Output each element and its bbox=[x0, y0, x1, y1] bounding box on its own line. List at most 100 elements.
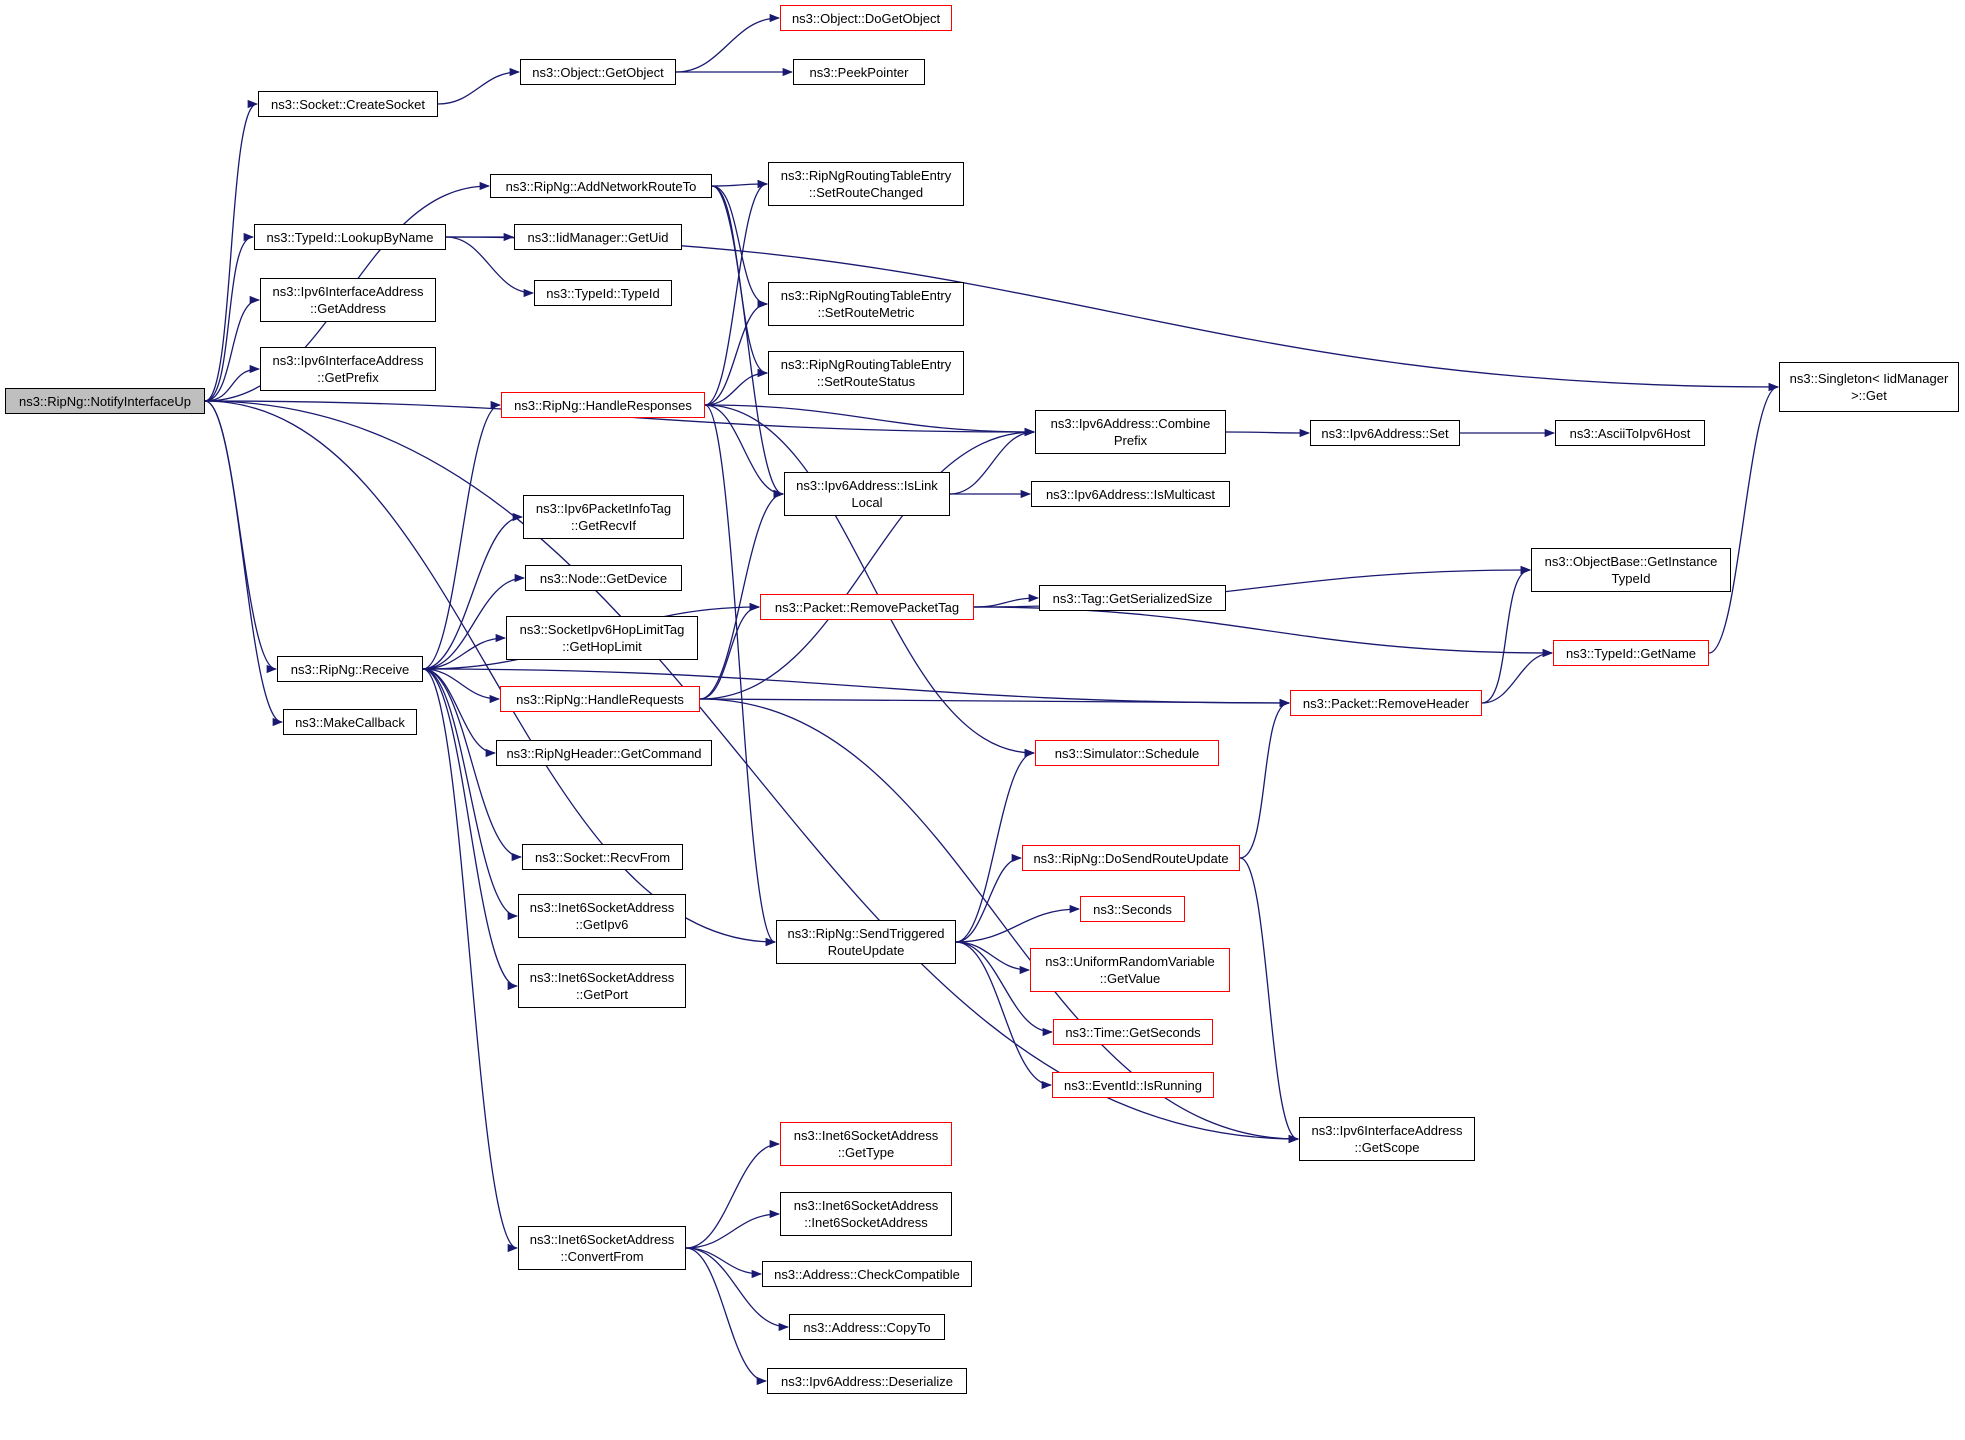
node-schedule[interactable]: ns3::Simulator::Schedule bbox=[1035, 740, 1219, 766]
edge-notify-to-makeCallback bbox=[204, 400, 284, 727]
node-ipv6-set[interactable]: ns3::Ipv6Address::Set bbox=[1310, 420, 1460, 446]
edge-createSocket-to-getObject bbox=[437, 67, 521, 105]
edge-getObject-to-doGetObject bbox=[675, 13, 781, 73]
edge-combinePrefix-to-ipv6Set bbox=[1225, 428, 1311, 438]
edge-receive-to-handleRequests bbox=[422, 668, 501, 704]
edge-handleResponses-to-setRouteChanged bbox=[704, 179, 769, 406]
edge-handleRequests-to-isLinkLocal bbox=[699, 489, 785, 700]
node-iface-get-address[interactable]: ns3::Ipv6InterfaceAddress ::GetAddress bbox=[260, 278, 436, 322]
edge-doSendRouteUpdate-to-getScope bbox=[1239, 857, 1300, 1144]
edge-notify-to-ifaceGetAddress bbox=[204, 295, 261, 402]
edge-sendTriggered-to-timeGetSeconds bbox=[955, 941, 1054, 1037]
node-remove-packet-tag[interactable]: ns3::Packet::RemovePacketTag bbox=[760, 594, 974, 620]
node-ascii-to-ipv6-host[interactable]: ns3::AsciiToIpv6Host bbox=[1555, 420, 1705, 446]
edge-layer bbox=[204, 13, 1780, 1386]
node-get-ipv6[interactable]: ns3::Inet6SocketAddress ::GetIpv6 bbox=[518, 894, 686, 938]
node-receive[interactable]: ns3::RipNg::Receive bbox=[277, 656, 423, 682]
node-get-object[interactable]: ns3::Object::GetObject bbox=[520, 59, 676, 85]
edge-receive-to-removeHeader bbox=[422, 668, 1291, 708]
edge-receive-to-handleResponses bbox=[422, 400, 502, 670]
node-recv-from[interactable]: ns3::Socket::RecvFrom bbox=[522, 844, 683, 870]
node-peek-pointer[interactable]: ns3::PeekPointer bbox=[793, 59, 925, 85]
node-get-value[interactable]: ns3::UniformRandomVariable ::GetValue bbox=[1030, 948, 1230, 992]
node-notify[interactable]: ns3::RipNg::NotifyInterfaceUp bbox=[5, 388, 205, 414]
edge-receive-to-recvFrom bbox=[422, 668, 523, 862]
node-send-triggered[interactable]: ns3::RipNg::SendTriggered RouteUpdate bbox=[776, 920, 956, 964]
node-set-route-metric[interactable]: ns3::RipNgRoutingTableEntry ::SetRouteMe… bbox=[768, 282, 964, 326]
node-type-id-get-name[interactable]: ns3::TypeId::GetName bbox=[1553, 640, 1709, 666]
node-lookup-by-name[interactable]: ns3::TypeId::LookupByName bbox=[254, 224, 446, 250]
node-get-hop-limit[interactable]: ns3::SocketIpv6HopLimitTag ::GetHopLimit bbox=[506, 616, 698, 660]
edge-notify-to-lookupByName bbox=[204, 232, 255, 402]
node-node-get-device[interactable]: ns3::Node::GetDevice bbox=[525, 565, 682, 591]
edge-lookupByName-to-singletonGet bbox=[445, 236, 1780, 392]
edge-sendTriggered-to-isRunning bbox=[955, 941, 1053, 1090]
edge-removeHeader-to-objGetInstanceTypeId bbox=[1481, 565, 1532, 704]
node-copy-to[interactable]: ns3::Address::CopyTo bbox=[789, 1314, 945, 1340]
edge-addNetworkRouteTo-to-isLinkLocal bbox=[711, 185, 785, 499]
edge-convertFrom-to-getType bbox=[685, 1139, 781, 1249]
edge-handleRequests-to-removeHeader bbox=[699, 698, 1291, 708]
node-convert-from[interactable]: ns3::Inet6SocketAddress ::ConvertFrom bbox=[518, 1226, 686, 1270]
edge-receive-to-nodeGetDevice bbox=[422, 573, 526, 670]
node-handle-responses[interactable]: ns3::RipNg::HandleResponses bbox=[501, 392, 705, 418]
node-check-compatible[interactable]: ns3::Address::CheckCompatible bbox=[762, 1261, 972, 1287]
node-singleton-get[interactable]: ns3::Singleton< IidManager >::Get bbox=[1779, 362, 1959, 412]
node-type-id-ctor[interactable]: ns3::TypeId::TypeId bbox=[534, 280, 672, 306]
node-do-get-object[interactable]: ns3::Object::DoGetObject bbox=[780, 5, 952, 31]
node-is-running[interactable]: ns3::EventId::IsRunning bbox=[1052, 1072, 1214, 1098]
edge-handleResponses-to-setRouteStatus bbox=[704, 368, 769, 406]
node-add-network-route-to[interactable]: ns3::RipNg::AddNetworkRouteTo bbox=[490, 174, 712, 198]
node-is-link-local[interactable]: ns3::Ipv6Address::IsLink Local bbox=[784, 472, 950, 516]
node-get-type[interactable]: ns3::Inet6SocketAddress ::GetType bbox=[780, 1122, 952, 1166]
edge-receive-to-getHopLimit bbox=[422, 633, 507, 670]
edge-sendTriggered-to-doSendRouteUpdate bbox=[955, 853, 1023, 943]
edge-lookupByName-to-typeIdCtor bbox=[445, 236, 535, 298]
node-time-get-seconds[interactable]: ns3::Time::GetSeconds bbox=[1053, 1019, 1213, 1045]
edge-handleRequests-to-removePacketTag bbox=[699, 602, 761, 700]
edge-sendTriggered-to-schedule bbox=[955, 748, 1036, 943]
node-iid-get-uid[interactable]: ns3::IidManager::GetUid bbox=[514, 224, 682, 250]
edge-handleResponses-to-combinePrefix bbox=[704, 404, 1036, 437]
edge-handleRequests-to-getScope bbox=[699, 698, 1300, 1144]
edge-removeHeader-to-typeIdGetName bbox=[1481, 648, 1554, 704]
edge-removePacketTag-to-typeIdGetName bbox=[973, 606, 1554, 658]
edge-notify-to-createSocket bbox=[204, 99, 259, 402]
node-set-route-changed[interactable]: ns3::RipNgRoutingTableEntry ::SetRouteCh… bbox=[768, 162, 964, 206]
node-remove-header[interactable]: ns3::Packet::RemoveHeader bbox=[1290, 690, 1482, 716]
edge-handleResponses-to-schedule bbox=[704, 404, 1036, 758]
node-get-recv-if[interactable]: ns3::Ipv6PacketInfoTag ::GetRecvIf bbox=[523, 495, 684, 539]
edge-convertFrom-to-deserialize bbox=[685, 1247, 768, 1386]
node-deserialize[interactable]: ns3::Ipv6Address::Deserialize bbox=[767, 1368, 967, 1394]
edge-receive-to-convertFrom bbox=[422, 668, 519, 1253]
node-do-send-route-update[interactable]: ns3::RipNg::DoSendRouteUpdate bbox=[1022, 845, 1240, 871]
node-get-port[interactable]: ns3::Inet6SocketAddress ::GetPort bbox=[518, 964, 686, 1008]
edge-notify-to-ifaceGetPrefix bbox=[204, 364, 261, 402]
node-seconds[interactable]: ns3::Seconds bbox=[1080, 896, 1185, 922]
node-make-callback[interactable]: ns3::MakeCallback bbox=[283, 709, 417, 735]
node-handle-requests[interactable]: ns3::RipNg::HandleRequests bbox=[500, 686, 700, 712]
edge-handleResponses-to-sendTriggered bbox=[704, 404, 777, 946]
node-get-command[interactable]: ns3::RipNgHeader::GetCommand bbox=[496, 740, 712, 766]
edge-doSendRouteUpdate-to-removeHeader bbox=[1239, 698, 1291, 859]
edge-convertFrom-to-inet6Ctor bbox=[685, 1209, 781, 1249]
edge-convertFrom-to-copyTo bbox=[685, 1247, 790, 1332]
edge-isLinkLocal-to-combinePrefix bbox=[949, 427, 1036, 495]
edge-handleResponses-to-setRouteMetric bbox=[704, 299, 769, 406]
edge-handleResponses-to-isLinkLocal bbox=[704, 404, 785, 499]
node-is-multicast[interactable]: ns3::Ipv6Address::IsMulticast bbox=[1031, 481, 1230, 507]
node-set-route-status[interactable]: ns3::RipNgRoutingTableEntry ::SetRouteSt… bbox=[768, 351, 964, 395]
node-combine-prefix[interactable]: ns3::Ipv6Address::Combine Prefix bbox=[1035, 410, 1226, 454]
node-tag-get-serialized-size[interactable]: ns3::Tag::GetSerializedSize bbox=[1039, 585, 1226, 611]
edge-addNetworkRouteTo-to-setRouteMetric bbox=[711, 185, 769, 309]
node-get-scope[interactable]: ns3::Ipv6InterfaceAddress ::GetScope bbox=[1299, 1117, 1475, 1161]
node-inet6-ctor[interactable]: ns3::Inet6SocketAddress ::Inet6SocketAdd… bbox=[780, 1192, 952, 1236]
edge-sendTriggered-to-seconds bbox=[955, 904, 1081, 943]
edge-removePacketTag-to-tagGetSerializedSize bbox=[973, 593, 1040, 608]
edge-receive-to-getPort bbox=[422, 668, 519, 991]
edge-typeIdGetName-to-singletonGet bbox=[1708, 382, 1780, 654]
node-create-socket[interactable]: ns3::Socket::CreateSocket bbox=[258, 91, 438, 117]
node-obj-get-instance-type-id[interactable]: ns3::ObjectBase::GetInstance TypeId bbox=[1531, 548, 1731, 592]
node-iface-get-prefix[interactable]: ns3::Ipv6InterfaceAddress ::GetPrefix bbox=[260, 347, 436, 391]
